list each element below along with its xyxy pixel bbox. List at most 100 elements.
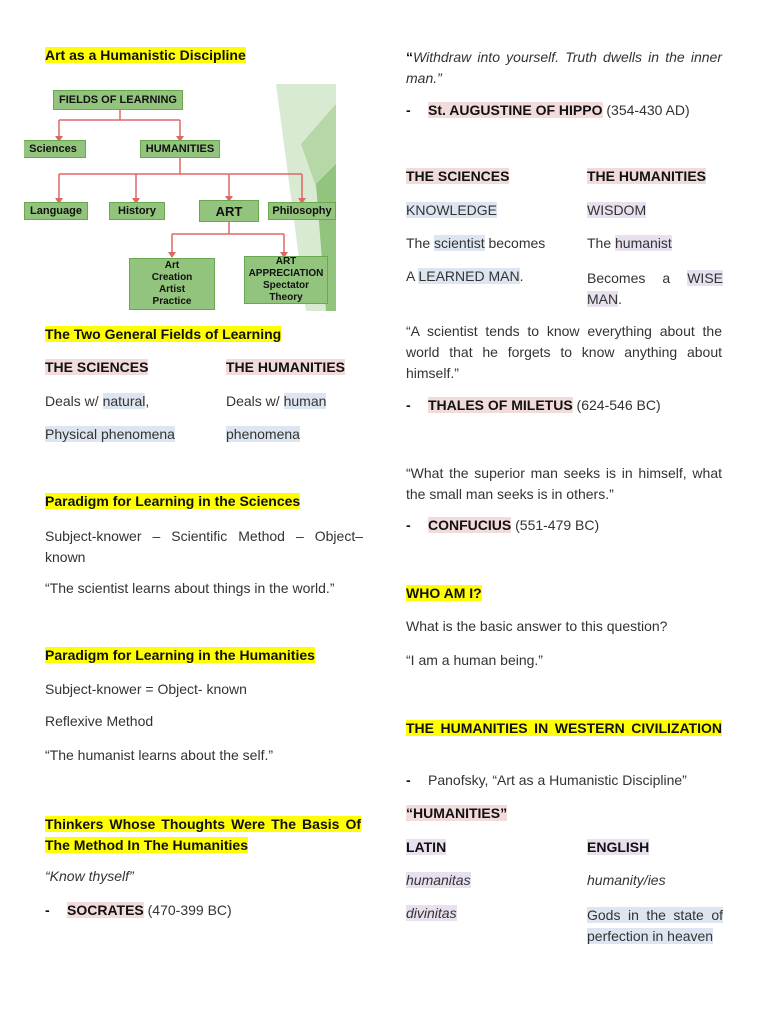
art-appreciation-box: ART APPRECIATION Spectator Theory [244,256,328,304]
thales-quote: “A scientist tends to know everything ab… [406,323,722,381]
text: Deals w/ [45,393,103,409]
two-fields-col2-header: THE HUMANITIES [226,359,345,375]
who-am-i-question: What is the basic answer to this questio… [406,618,668,634]
paradigm-humanities-line1: Subject-knower = Object- known [45,681,247,697]
text: Becomes a [587,270,688,286]
paradigm-sciences-quote: “The scientist learns about things in th… [45,580,335,596]
highlight-human: human [283,393,327,409]
sciences-header: THE SCIENCES [45,359,149,375]
humanities-box: HUMANITIES [140,140,220,158]
art-creation-line: Artist [158,284,186,295]
augustine-name: St. AUGUSTINE OF HIPPO [428,102,603,118]
paradigm-humanities-line2: Reflexive Method [45,713,154,729]
augustine-quote-text: Withdraw into yourself. Truth dwells in … [406,49,722,86]
thinkers-heading-text: Thinkers Whose Thoughts Were The Basis O… [45,816,361,853]
thales-name: THALES OF MILETUS [428,397,573,413]
section-title: Art as a Humanistic Discipline [45,47,246,63]
compare-r3c2: Becomes a WISE MAN. [587,268,723,310]
latin-header-text: LATIN [406,839,447,855]
diagram-connectors [55,109,306,258]
text: , [145,393,150,409]
text: . [519,268,524,284]
who-am-i-heading: WHO AM I? [406,585,482,601]
thales-years: (624-546 BC) [572,397,661,413]
paradigm-sciences-heading-text: Paradigm for Learning in the Sciences [45,493,301,509]
art-box: ART [199,200,259,222]
western-heading: THE HUMANITIES IN WESTERN CIVILIZATION [406,718,722,739]
panofsky-text: Panofsky, “Art as a Humanistic Disciplin… [428,772,687,788]
english-r1: humanity/ies [587,872,666,888]
two-fields-r1c2: Deals w/ human [226,393,327,409]
sciences-header: THE SCIENCES [406,168,510,184]
paradigm-sciences-heading: Paradigm for Learning in the Sciences [45,493,301,509]
text: Deals w/ [226,393,284,409]
two-fields-heading: The Two General Fields of Learning [45,326,282,342]
compare-col2-header: THE HUMANITIES [587,168,706,184]
paradigm-humanities-quote: “The humanist learns about the self.” [45,747,274,763]
confucius-years: (551-479 BC) [511,517,600,533]
compare-r2c2: The humanist [587,235,672,251]
humanities-header: THE HUMANITIES [587,168,706,184]
compare-r3c1: A LEARNED MAN. [406,268,524,284]
art-creation-line: Practice [152,296,192,307]
know-thyself-quote: “Know thyself” [45,868,134,884]
paradigm-sciences-line: Subject-knower – Scientific Method – Obj… [45,528,363,565]
dash: - [406,772,411,788]
dash: - [406,517,411,533]
sciences-box: Sciences [24,140,86,158]
physical-phenomena: Physical phenomena [45,426,175,442]
paradigm-humanities-heading-text: Paradigm for Learning in the Humanities [45,647,315,663]
thinkers-heading: Thinkers Whose Thoughts Were The Basis O… [45,814,361,856]
fields-of-learning-diagram: FIELDS OF LEARNING Sciences HUMANITIES L… [24,84,336,311]
english-header: ENGLISH [587,839,650,855]
augustine-years: (354-430 AD) [602,102,690,118]
western-heading-text: THE HUMANITIES IN WESTERN CIVILIZATION [406,720,722,736]
art-creation-line: Creation [151,272,193,283]
two-fields-col1-header: THE SCIENCES [45,359,149,375]
history-box: History [109,202,165,220]
art-creation-box: Art Creation Artist Practice [129,258,215,310]
compare-col1-header: THE SCIENCES [406,168,510,184]
confucius-name: CONFUCIUS [428,517,512,533]
english-r2: Gods in the state of perfection in heave… [587,905,723,947]
compare-r1c1: KNOWLEDGE [406,202,498,218]
text: becomes [484,235,546,251]
two-fields-r2c2: phenomena [226,426,300,442]
latin-header: LATIN [406,839,447,855]
art-appreciation-line: ART [275,256,297,267]
fields-of-learning-box: FIELDS OF LEARNING [53,90,183,110]
who-am-i-answer: “I am a human being.” [406,652,543,668]
socrates-years: (470-399 BC) [143,902,232,918]
two-fields-r2c1: Physical phenomena [45,426,175,442]
compare-r1c2: WISDOM [587,202,647,218]
dash: - [406,397,411,413]
humanities-header: THE HUMANITIES [226,359,345,375]
humanities-term-text: “HUMANITIES” [406,805,508,821]
text: . [618,291,623,307]
english-header-text: ENGLISH [587,839,650,855]
philosophy-box: Philosophy [268,202,336,220]
phenomena: phenomena [226,426,300,442]
art-creation-line: Art [164,260,180,271]
gods-perfection: Gods in the state of perfection in heave… [587,907,723,944]
socrates-name: SOCRATES [67,902,144,918]
page-title: Art as a Humanistic Discipline [45,47,246,63]
compare-r2c1: The scientist becomes [406,235,545,251]
text: The [406,235,435,251]
latin-r2: divinitas [406,905,457,921]
paradigm-humanities-heading: Paradigm for Learning in the Humanities [45,647,315,663]
augustine-quote: “Withdraw into yourself. Truth dwells in… [406,47,722,89]
learned-man: LEARNED MAN [418,268,520,284]
confucius-quote: “What the superior man seeks is in himse… [406,465,722,502]
divinitas: divinitas [406,905,457,921]
latin-r1: humanitas [406,872,471,888]
humanitas: humanitas [406,872,471,888]
two-fields-heading-text: The Two General Fields of Learning [45,326,282,342]
augustine-attribution: -St. AUGUSTINE OF HIPPO (354-430 AD) [406,102,690,118]
text: The [587,235,616,251]
quote-mark: “ [406,49,413,65]
two-fields-r1c1: Deals w/ natural, [45,393,149,409]
panofsky-reference: - Panofsky, “Art as a Humanistic Discipli… [406,772,687,788]
art-appreciation-line: Spectator [262,280,310,291]
dash: - [45,902,50,918]
